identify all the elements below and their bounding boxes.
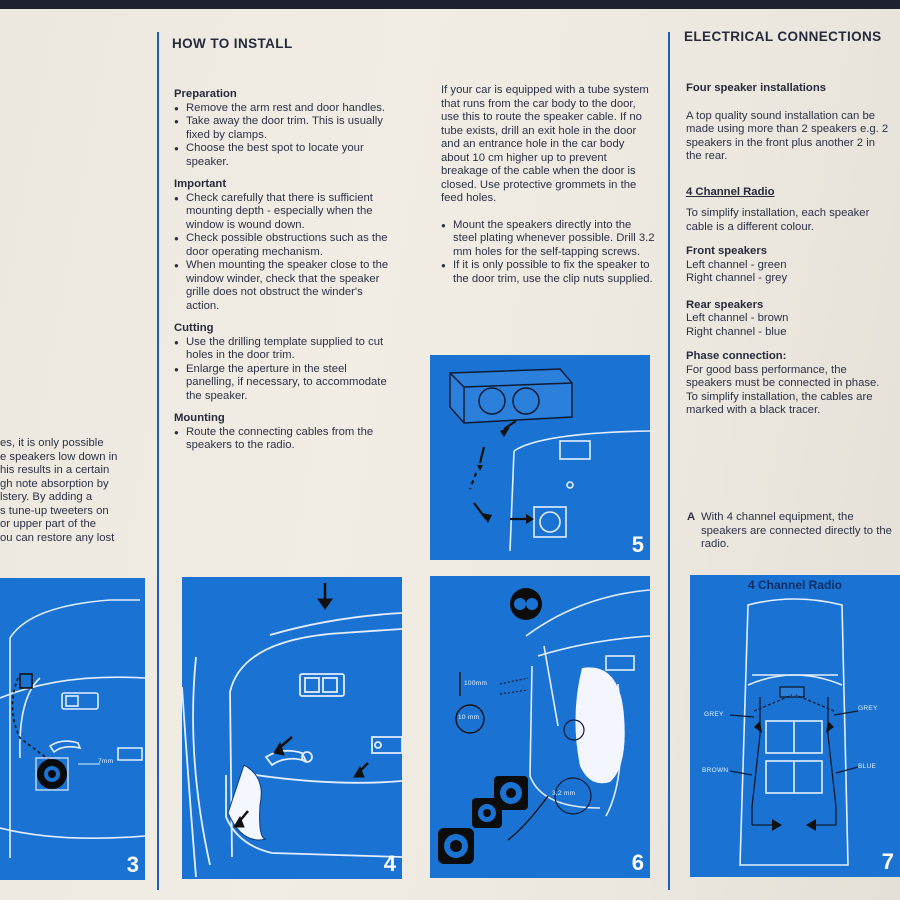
preparation-list: Remove the arm rest and door handles. Ta… <box>174 102 398 170</box>
figure-number: 6 <box>631 850 644 875</box>
wire-label-grey-right: GREY <box>858 705 878 712</box>
rear-left-channel: Left channel - brown <box>686 312 789 324</box>
list-item: Enlarge the aperture in the steel panell… <box>174 363 398 404</box>
rear-speakers-title: Rear speakers <box>686 298 764 311</box>
mounting-list: Route the connecting cables from the spe… <box>174 426 398 453</box>
list-item: Take away the door trim. This is usually… <box>174 115 398 142</box>
list-item: Choose the best spot to locate your spea… <box>174 142 398 169</box>
figure-7-title: 4 Channel Radio <box>747 578 842 592</box>
figure-3: 7mm 3 <box>0 578 145 880</box>
dimension-label: 7mm <box>98 758 114 765</box>
list-item: Check possible obstructions such as the … <box>174 232 398 259</box>
fragment-line: lstery. By adding a <box>0 491 93 503</box>
important-title: Important <box>174 178 227 190</box>
figure-number: 7 <box>881 849 894 874</box>
list-item: Check carefully that there is sufficient… <box>174 192 398 233</box>
phase-connection-title: Phase connection: <box>686 350 787 362</box>
dimension-label: 100mm <box>464 680 488 687</box>
front-speakers-title: Front speakers <box>686 245 767 257</box>
middle-column: If your car is equipped with a tube syst… <box>441 84 655 286</box>
note-a-text: With 4 channel equipment, the speakers a… <box>701 511 892 550</box>
wire-label-brown: BROWN <box>702 767 729 774</box>
figure-number: 4 <box>383 851 396 876</box>
mounting-title: Mounting <box>174 412 225 424</box>
figure-5: 5 <box>430 355 650 560</box>
preparation-title: Preparation <box>174 88 237 100</box>
dimension-label: 10 mm <box>458 714 480 721</box>
phase-connection-text: For good bass performance, the speakers … <box>686 363 880 417</box>
figure-4: 4 <box>182 577 402 879</box>
four-channel-title: 4 Channel Radio <box>686 185 775 198</box>
fragment-line: es, it is only possible <box>0 437 104 449</box>
fragment-line: e speakers low down in <box>0 450 118 463</box>
fragment-line: his results in a certain <box>0 464 110 476</box>
list-item: Use the drilling template supplied to cu… <box>174 336 398 363</box>
fragment-line: or upper part of the <box>0 518 97 530</box>
list-item: When mounting the speaker close to the w… <box>174 259 398 313</box>
dimension-label: 3,2 mm <box>552 790 576 797</box>
door-drawing-3 <box>0 599 145 858</box>
speaker-box-drawing <box>449 368 650 552</box>
electrical-connections-heading: ELECTRICAL CONNECTIONS <box>684 29 882 44</box>
note-a: A With 4 channel equipment, the speakers… <box>687 511 892 552</box>
figure-6: 100mm 10 mm 3,2 mm 6 <box>430 576 650 878</box>
note-a-label: A <box>687 511 696 523</box>
top-edge <box>0 0 900 9</box>
list-item: Mount the speakers directly into the ste… <box>441 219 655 260</box>
how-to-install-heading: HOW TO INSTALL <box>172 36 293 51</box>
front-left-channel: Left channel - green <box>686 258 787 271</box>
figure-number: 3 <box>126 852 139 877</box>
front-right-channel: Right channel - grey <box>686 272 788 284</box>
cutting-list: Use the drilling template supplied to cu… <box>174 336 398 404</box>
wire-label-grey-left: GREY <box>704 711 724 718</box>
fragment-line: ou can restore any lost <box>0 531 115 544</box>
electrical-column: Four speaker installations A top quality… <box>686 82 891 418</box>
list-item: Remove the arm rest and door handles. <box>174 102 398 116</box>
car-wiring-drawing <box>729 598 859 866</box>
four-speaker-title: Four speaker installations <box>686 82 826 94</box>
wire-label-blue: BLUE <box>858 763 877 770</box>
column-rule-2 <box>668 32 670 890</box>
rear-right-channel: Right channel - blue <box>686 325 787 338</box>
how-to-install-column: Preparation Remove the arm rest and door… <box>174 88 398 453</box>
important-list: Check carefully that there is sufficient… <box>174 192 398 314</box>
fragment-line: gh note absorption by <box>0 477 109 490</box>
fragment-line: s tune-up tweeters on <box>0 504 109 517</box>
four-channel-text: To simplify installation, each speaker c… <box>686 207 870 233</box>
mounting-notes-list: Mount the speakers directly into the ste… <box>441 219 655 287</box>
column-rule-1 <box>157 32 159 890</box>
cutting-title: Cutting <box>174 322 214 334</box>
list-item: If it is only possible to fix the speake… <box>441 259 655 286</box>
list-item: Route the connecting cables from the spe… <box>174 426 398 453</box>
figure-number: 5 <box>631 532 644 557</box>
speaker-mounting-drawing <box>438 588 650 864</box>
figure-7: 4 Channel Radio <box>690 575 900 877</box>
left-column-fragment: es, it is only possible e speakers low d… <box>0 437 150 545</box>
cable-routing-paragraph: If your car is equipped with a tube syst… <box>441 84 649 204</box>
four-speaker-text: A top quality sound installation can be … <box>686 109 889 163</box>
door-drawing-4 <box>182 583 402 878</box>
